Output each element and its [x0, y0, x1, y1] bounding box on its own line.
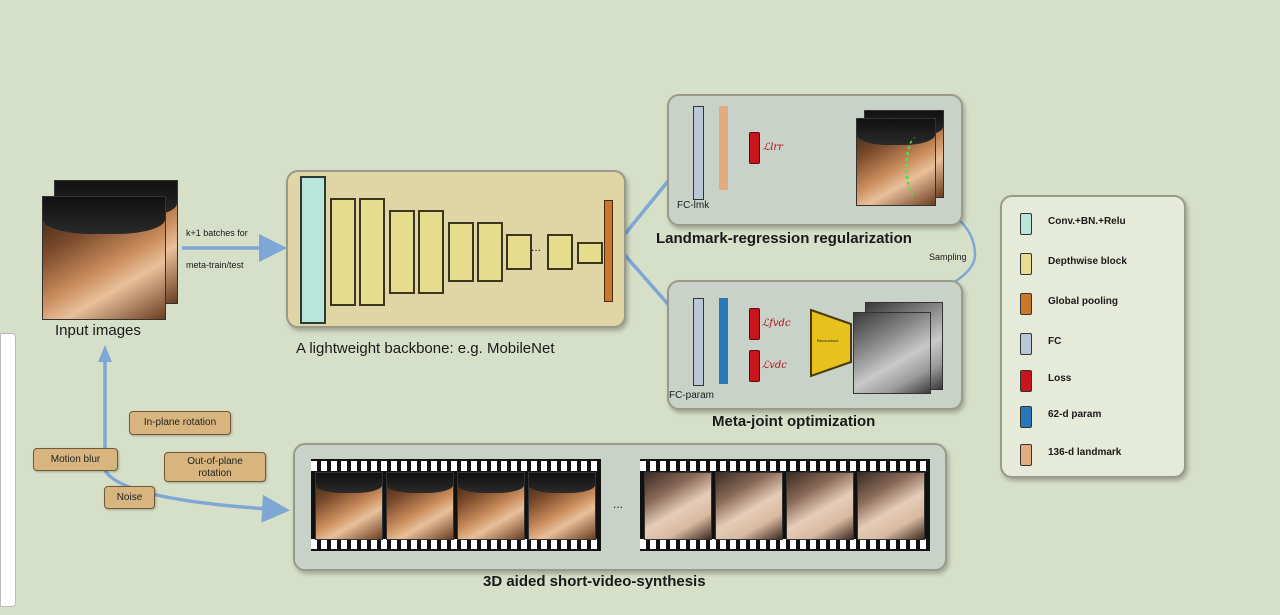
- video-frame-7: [786, 472, 854, 540]
- meta-joint-title: Meta-joint optimization: [712, 413, 876, 430]
- legend-label: Global pooling: [1048, 296, 1118, 307]
- input-images-caption: Input images: [55, 322, 141, 339]
- video-panel-title: 3D aided short-video-synthesis: [483, 573, 706, 590]
- decoder-trapezoid: [810, 308, 852, 378]
- depthwise-block-9: [577, 242, 603, 264]
- legend-item: Loss: [1020, 368, 1180, 392]
- backbone-ellipsis: ...: [531, 240, 542, 254]
- meta-joint-panel: ℒfvdc ℒvdc Reconstruct FC-param: [667, 280, 963, 410]
- tag-noise: Noise: [104, 486, 155, 509]
- landmark-face-front: [856, 118, 936, 206]
- depthwise-block-6: [477, 222, 503, 282]
- legend-label: 62-d param: [1048, 409, 1102, 420]
- backbone-caption: A lightweight backbone: e.g. MobileNet: [296, 340, 555, 357]
- legend-label: Loss: [1048, 373, 1072, 384]
- param-62d-block: [719, 298, 728, 384]
- depthwise-block-2: [359, 198, 385, 306]
- sampling-label: Sampling: [929, 252, 967, 262]
- depthwise-block-3: [389, 210, 415, 294]
- video-frame-6: [715, 472, 783, 540]
- reconstruction-face-front: [853, 312, 931, 394]
- legend-swatch: [1020, 213, 1032, 235]
- loss-lrr-label: ℒlrr: [763, 142, 783, 153]
- global-pooling-block: [604, 200, 613, 302]
- legend-swatch: [1020, 333, 1032, 355]
- tag-out-of-plane-line2: rotation: [198, 468, 232, 479]
- legend-item: 62-d param: [1020, 404, 1180, 428]
- legend-item: Depthwise block: [1020, 251, 1180, 275]
- fc-lmk-block: [693, 106, 704, 200]
- loss-vdc-block: [749, 350, 760, 382]
- loss-vdc-label: ℒvdc: [762, 360, 787, 371]
- tag-motion-blur: Motion blur: [33, 448, 118, 471]
- video-panel: ...: [293, 443, 947, 571]
- fc-lmk-label: FC-lmk: [677, 200, 710, 211]
- loss-fvdc-label: ℒfvdc: [762, 318, 791, 329]
- legend-item: Conv.+BN.+Relu: [1020, 211, 1180, 235]
- tag-in-plane-rotation: In-plane rotation: [129, 411, 231, 435]
- conv-block: [300, 176, 326, 324]
- depthwise-block-4: [418, 210, 444, 294]
- video-frame-2: [386, 472, 454, 540]
- film-strip-right: [640, 459, 930, 551]
- landmark-panel: ℒlrr FC-lmk: [667, 94, 963, 226]
- video-frame-8: [857, 472, 925, 540]
- video-frame-4: [528, 472, 596, 540]
- legend-swatch: [1020, 406, 1032, 428]
- legend-item: 136-d landmark: [1020, 442, 1180, 466]
- fc-param-label: FC-param: [669, 390, 715, 401]
- legend-label: Conv.+BN.+Relu: [1048, 216, 1126, 227]
- legend-item: Global pooling: [1020, 291, 1180, 315]
- legend-swatch: [1020, 253, 1032, 275]
- legend-label: 136-d landmark: [1048, 447, 1122, 458]
- input-image-front: [42, 196, 166, 320]
- tag-out-of-plane-line1: Out-of-plane: [187, 456, 243, 467]
- video-frame-1: [315, 472, 383, 540]
- video-frame-3: [457, 472, 525, 540]
- legend-swatch: [1020, 444, 1032, 466]
- video-frame-5: [644, 472, 712, 540]
- backbone-panel: ...: [286, 170, 626, 328]
- batch-label-line1: k+1 batches for: [186, 228, 248, 238]
- legend-label: FC: [1048, 336, 1062, 347]
- legend-label: Depthwise block: [1048, 256, 1127, 267]
- legend-item: FC: [1020, 331, 1180, 355]
- landmark-136d-block: [719, 106, 728, 190]
- left-sidebar-edge: [0, 333, 16, 607]
- video-ellipsis: ...: [613, 497, 624, 511]
- tag-out-of-plane-rotation: Out-of-plane rotation: [164, 452, 266, 482]
- loss-fvdc-block: [749, 308, 760, 340]
- decoder-label: Reconstruct: [817, 338, 839, 343]
- legend-swatch: [1020, 293, 1032, 315]
- loss-lrr-block: [749, 132, 760, 164]
- depthwise-block-1: [330, 198, 356, 306]
- batch-label-line2: meta-train/test: [186, 260, 244, 270]
- film-strip-left: [311, 459, 601, 551]
- depthwise-block-7: [506, 234, 532, 270]
- landmark-panel-title: Landmark-regression regularization: [656, 230, 912, 247]
- landmark-points: [905, 137, 928, 197]
- depthwise-block-8: [547, 234, 573, 270]
- legend-swatch: [1020, 370, 1032, 392]
- depthwise-block-5: [448, 222, 474, 282]
- fc-param-block: [693, 298, 704, 386]
